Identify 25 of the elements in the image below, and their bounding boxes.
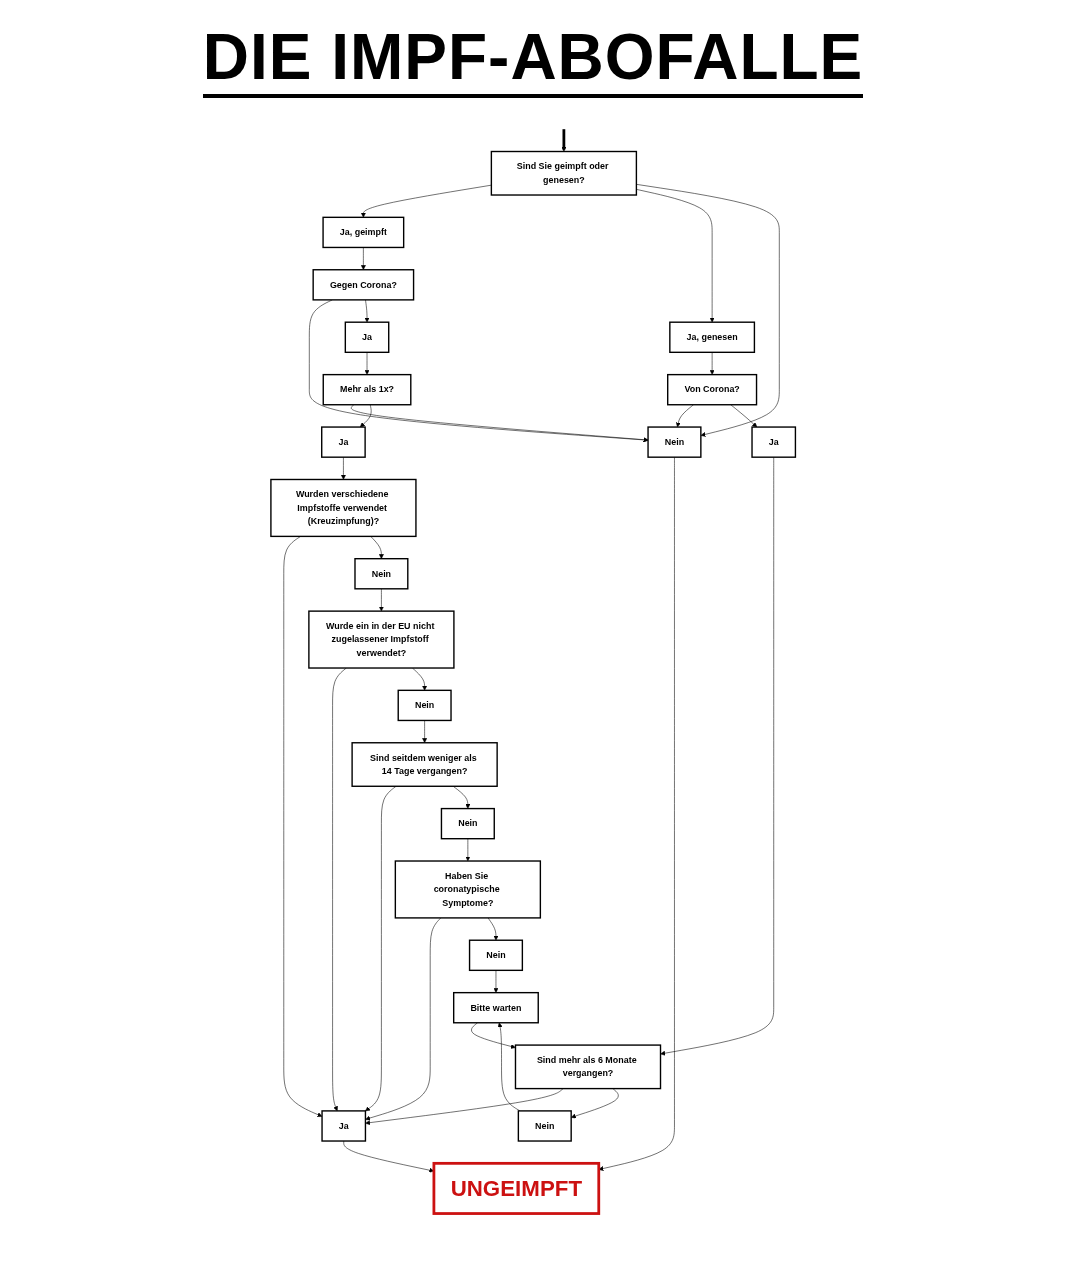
node-box: UNGEIMPFT (432, 1161, 600, 1215)
node-box: Sind mehr als 6 Monate vergangen? (514, 1044, 662, 1090)
node-box: Nein (354, 558, 409, 590)
node-box: Nein (440, 807, 495, 840)
node-box: Mehr als 1x? (322, 373, 412, 406)
node-box: Von Corona? (666, 373, 758, 406)
arrow (561, 129, 567, 152)
node-box: Haben Sie coronatypische Symptome? (394, 860, 541, 919)
node-box: Wurden verschiedene Impfstoffe verwendet (Kreuzimpfung)? (270, 478, 417, 538)
node-box: Sind seitdem weniger als 14 Tage vergangen? (351, 742, 498, 787)
node-box: Sind Sie geimpft oder genesen? (490, 150, 637, 196)
node-box: Ja (321, 1110, 366, 1142)
node-box: Nein (517, 1110, 572, 1142)
node-box: Wurde ein in der EU nicht zugelassener Impfstoff verwendet? (308, 610, 455, 669)
node-box: Nein (468, 939, 523, 972)
node-box: Nein (647, 426, 702, 458)
node-box: Ja (320, 426, 366, 458)
title: DIE IMPF-ABOFALLE (202, 20, 864, 98)
node-box: Nein (397, 689, 452, 722)
node-box: Ja, genesen (668, 321, 755, 353)
node-box: Ja (344, 321, 390, 353)
node-box: Bitte warten (452, 991, 539, 1024)
node-box: Gegen Corona? (312, 269, 415, 301)
node-box: Ja, geimpft (322, 216, 405, 249)
node-box: Ja (751, 426, 796, 458)
